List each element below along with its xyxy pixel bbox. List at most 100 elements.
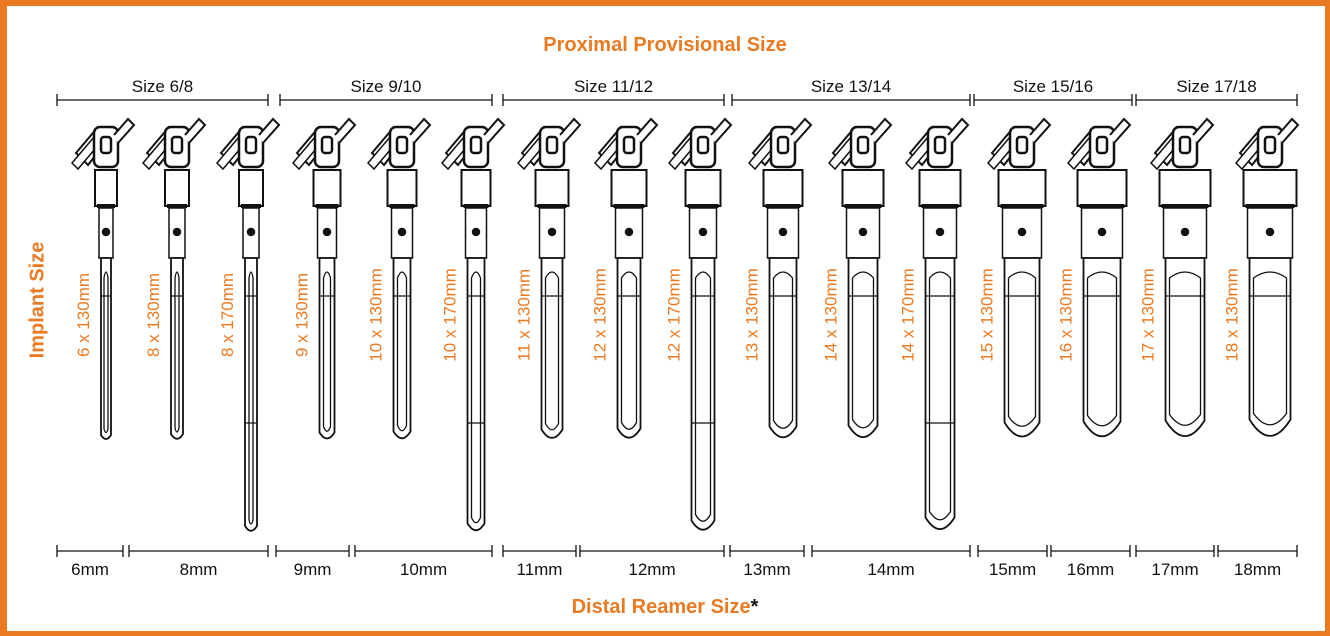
implant-hole bbox=[698, 227, 708, 237]
implant-shaft bbox=[540, 257, 564, 439]
reamer-size-bracket bbox=[275, 545, 350, 557]
implant-collar bbox=[1245, 204, 1295, 208]
footnote-asterisk: * bbox=[750, 596, 759, 618]
head-slot bbox=[170, 135, 184, 155]
head-prong bbox=[710, 117, 733, 144]
head-prong bbox=[1277, 117, 1300, 144]
provisional-group-label: Size 13/14 bbox=[811, 77, 891, 96]
distal-reamer-size-text: Distal Reamer Size bbox=[571, 596, 751, 618]
provisional-group-bracket bbox=[56, 94, 269, 106]
implant-shaft bbox=[1082, 257, 1122, 438]
reamer-size-label: 12mm bbox=[628, 560, 675, 579]
provisional-group-label: Size 17/18 bbox=[1176, 77, 1256, 96]
reamer-size-bracket bbox=[502, 545, 577, 557]
implant-shaft-slot bbox=[1168, 271, 1202, 426]
implant-shaft-slot bbox=[694, 271, 712, 522]
head-slot bbox=[1015, 135, 1029, 155]
implant-shaft-slot bbox=[928, 271, 952, 521]
implant-collar bbox=[97, 204, 115, 208]
implant-neck bbox=[997, 169, 1047, 207]
head-prong bbox=[636, 117, 659, 144]
implant-neck bbox=[460, 169, 492, 207]
reamer-size-label: 10mm bbox=[400, 560, 447, 579]
implant-neck bbox=[1242, 169, 1298, 207]
implant-collar bbox=[765, 204, 801, 208]
provisional-group-label: Size 15/16 bbox=[1013, 77, 1093, 96]
implant-head bbox=[1149, 117, 1215, 171]
implant-collar bbox=[1000, 204, 1044, 208]
implant-shaft-slot bbox=[248, 271, 254, 525]
head-slot bbox=[320, 135, 334, 155]
implant-shaft bbox=[847, 257, 879, 438]
head-slot bbox=[856, 135, 870, 155]
implant-shaft bbox=[768, 257, 798, 439]
provisional-group-bracket bbox=[1135, 94, 1298, 106]
implant-size-label: 17 x 130mm bbox=[1139, 268, 1158, 362]
implant-shaft bbox=[690, 257, 716, 531]
implant-stem bbox=[593, 117, 659, 439]
implant-collar bbox=[1161, 204, 1209, 208]
implant-collar bbox=[537, 204, 567, 208]
head-prong bbox=[947, 117, 970, 144]
implant-shaft-slot bbox=[620, 271, 638, 430]
implant-stem bbox=[366, 117, 432, 440]
implant-neck bbox=[534, 169, 570, 207]
implant-collar bbox=[844, 204, 882, 208]
implant-neck bbox=[610, 169, 648, 207]
implant-shaft-slot bbox=[1252, 271, 1288, 426]
head-slot bbox=[933, 135, 947, 155]
implant-head bbox=[516, 117, 582, 171]
implant-stem bbox=[1066, 117, 1132, 438]
implant-collar bbox=[687, 204, 719, 208]
head-prong bbox=[790, 117, 813, 144]
implant-shaft bbox=[244, 257, 258, 532]
implant-head bbox=[747, 117, 813, 171]
implant-neck bbox=[238, 169, 264, 207]
provisional-group-bracket bbox=[731, 94, 971, 106]
implant-stem bbox=[516, 117, 582, 439]
implant-collar bbox=[167, 204, 187, 208]
head-slot bbox=[395, 135, 409, 155]
reamer-size-bracket bbox=[1217, 545, 1298, 557]
head-prong bbox=[1109, 117, 1132, 144]
implant-size-label: 8 x 130mm bbox=[144, 273, 163, 357]
reamer-size-label: 9mm bbox=[294, 560, 332, 579]
implant-neck bbox=[312, 169, 342, 207]
head-prong bbox=[1029, 117, 1052, 144]
implant-shaft bbox=[1248, 257, 1292, 437]
implant-hole bbox=[1265, 227, 1275, 237]
implant-hole bbox=[471, 227, 481, 237]
implant-shaft bbox=[100, 257, 112, 440]
implant-shaft-slot bbox=[544, 271, 560, 431]
implant-hole bbox=[547, 227, 557, 237]
implant-head bbox=[904, 117, 970, 171]
implant-hole bbox=[397, 227, 407, 237]
provisional-group-label: Size 6/8 bbox=[132, 77, 193, 96]
head-prong bbox=[409, 117, 432, 144]
head-slot bbox=[696, 135, 710, 155]
implant-size-label: 14 x 170mm bbox=[899, 268, 918, 362]
implant-stem bbox=[827, 117, 893, 438]
implant-neck bbox=[841, 169, 885, 207]
provisional-group-bracket bbox=[973, 94, 1133, 106]
implant-stem bbox=[667, 117, 733, 531]
implant-stem bbox=[1149, 117, 1215, 437]
implant-head bbox=[827, 117, 893, 171]
implant-hole bbox=[935, 227, 945, 237]
implant-head bbox=[215, 117, 281, 171]
implant-shaft bbox=[616, 257, 642, 439]
implant-size-label: 15 x 130mm bbox=[978, 268, 997, 362]
implant-collar bbox=[315, 204, 339, 208]
head-prong bbox=[483, 117, 506, 144]
reamer-size-label: 6mm bbox=[71, 560, 109, 579]
implant-stem bbox=[1234, 117, 1300, 437]
reamer-size-label: 14mm bbox=[867, 560, 914, 579]
head-slot bbox=[776, 135, 790, 155]
head-slot bbox=[1263, 135, 1277, 155]
implant-shaft-slot bbox=[1007, 271, 1037, 427]
implant-shaft-slot bbox=[851, 271, 875, 429]
implant-stem bbox=[141, 117, 207, 440]
implant-stem bbox=[70, 117, 136, 440]
